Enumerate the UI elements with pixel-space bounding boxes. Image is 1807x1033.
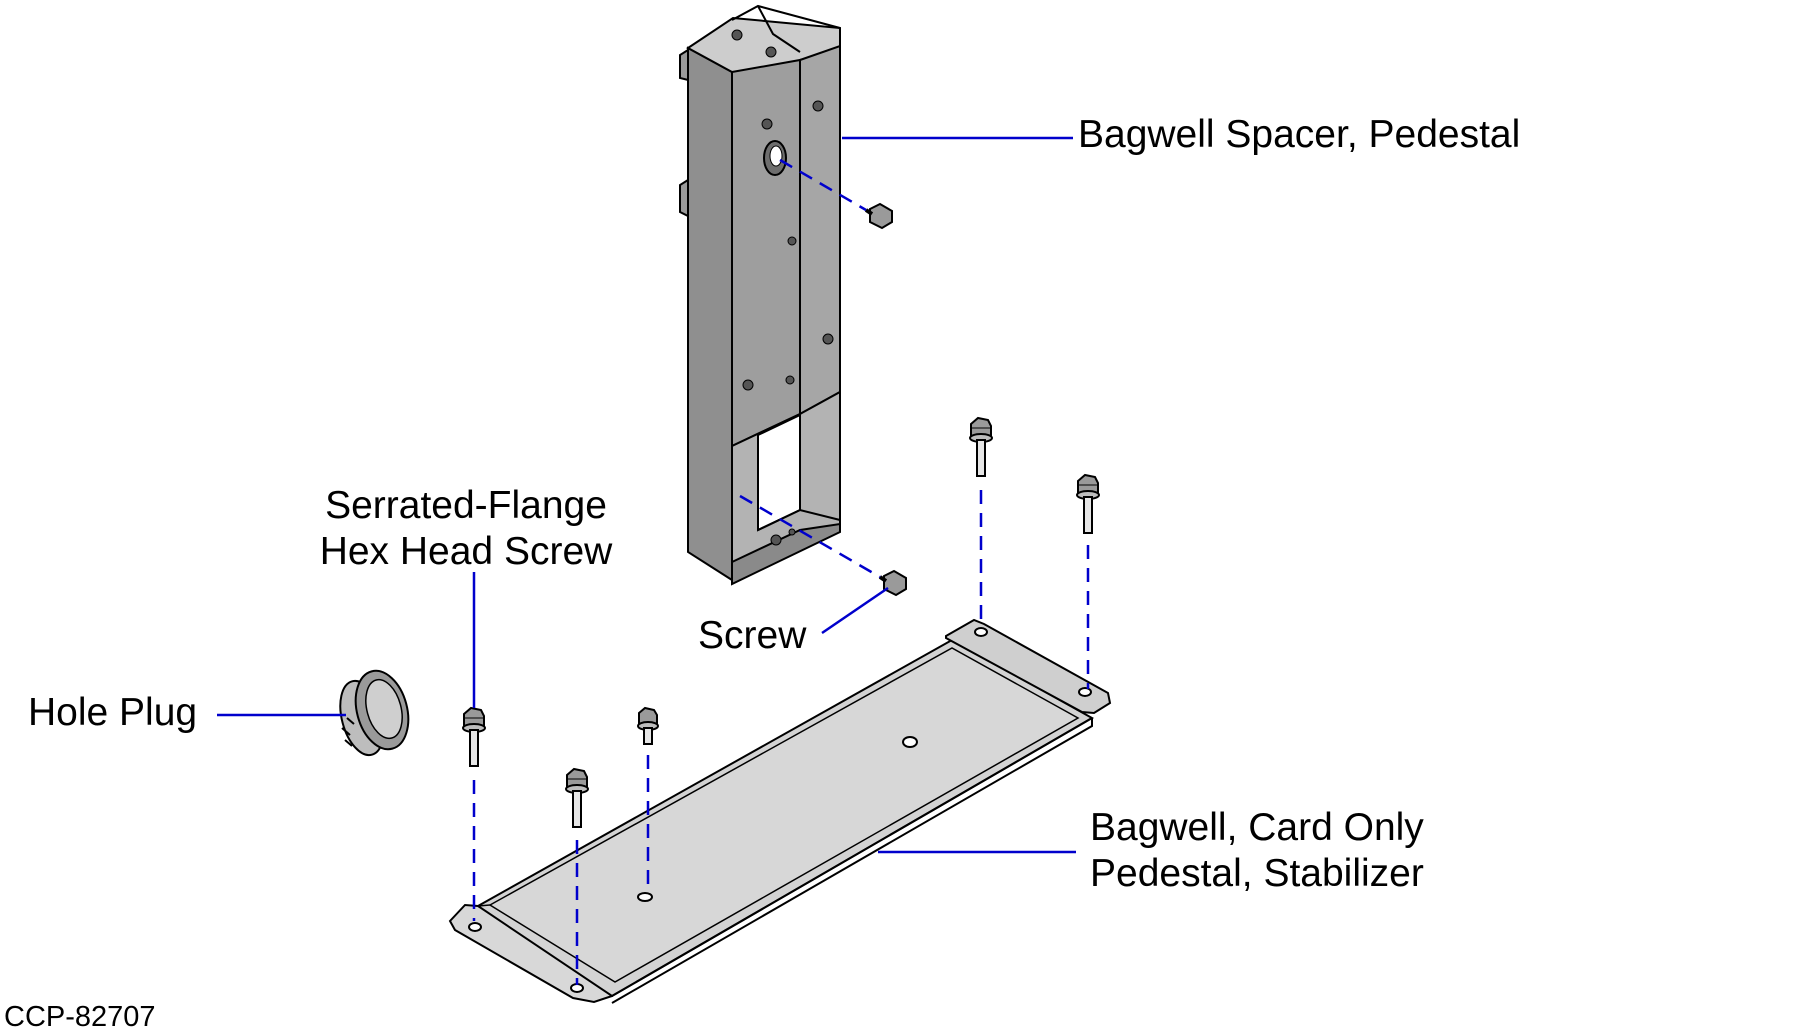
- assembly-dashed-lines: [472, 158, 1090, 985]
- spacer-screw-lower: [878, 569, 907, 597]
- serrated-flange-screw-right-b: [1076, 474, 1100, 534]
- label-bagwell-spacer: Bagwell Spacer, Pedestal: [1078, 113, 1521, 156]
- spacer-screw-upper: [864, 202, 893, 230]
- serrated-flange-screw-mid: [565, 768, 589, 828]
- hole-plug: [339, 669, 410, 757]
- leader-screw: [821, 586, 889, 635]
- bagwell-card-only-plate: [448, 618, 1112, 1004]
- bagwell-spacer-pedestal: [679, 4, 841, 586]
- label-screw: Screw: [698, 614, 807, 657]
- label-serrated-flange-line2: Hex Head Screw: [319, 530, 613, 573]
- label-serrated-flange-line1: Serrated-Flange: [325, 484, 607, 527]
- label-bagwell-card-only-line1: Bagwell, Card Only: [1090, 806, 1424, 849]
- serrated-flange-screw-left: [462, 707, 486, 767]
- label-hole-plug: Hole Plug: [28, 691, 198, 734]
- label-bagwell-card-only-line2: Pedestal, Stabilizer: [1090, 852, 1424, 895]
- callout-leaders: [217, 136, 1076, 854]
- figure-id: CCP-82707: [4, 1001, 156, 1033]
- serrated-flange-screw-small: [637, 707, 659, 745]
- serrated-flange-screw-right-a: [969, 417, 993, 477]
